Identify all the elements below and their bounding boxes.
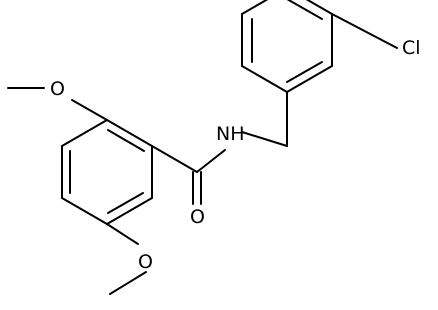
bond-ring2-c <box>305 0 333 15</box>
bond-ring1-a <box>106 119 153 147</box>
bond-ring2-a <box>286 65 333 93</box>
bond-ring2-inner-a <box>286 61 323 83</box>
bond-ring-to-o-bottom <box>106 223 139 245</box>
atom-o-methoxy-top: O <box>50 78 65 100</box>
bond-ring-to-carbonyl <box>151 145 198 173</box>
bond-carbonyl-to-n <box>196 149 226 173</box>
bond-n-to-ch2 <box>241 131 288 147</box>
bond-ring2-d <box>241 65 288 93</box>
bond-ring-to-o-top <box>71 99 108 121</box>
bond-ring2-to-cl <box>331 13 398 49</box>
bond-ring1-inner-b <box>107 192 144 214</box>
bond-o-bottom-to-methyl <box>109 271 147 295</box>
atom-labels: O N​H Cl O O <box>50 37 421 273</box>
bonds <box>7 0 398 295</box>
atom-o-methoxy-bottom: O <box>138 251 153 273</box>
atom-nh: N​H <box>216 123 245 145</box>
bond-ring1-inner-a <box>107 129 145 152</box>
bond-ring1-f <box>61 119 108 147</box>
bond-ring2-f <box>241 0 269 15</box>
bond-ring2-inner-b <box>286 0 323 20</box>
bond-ring1-d <box>61 197 108 225</box>
atom-o-carbonyl: O <box>190 206 205 228</box>
atom-cl: Cl <box>402 37 421 59</box>
bond-ring1-c <box>106 197 153 225</box>
